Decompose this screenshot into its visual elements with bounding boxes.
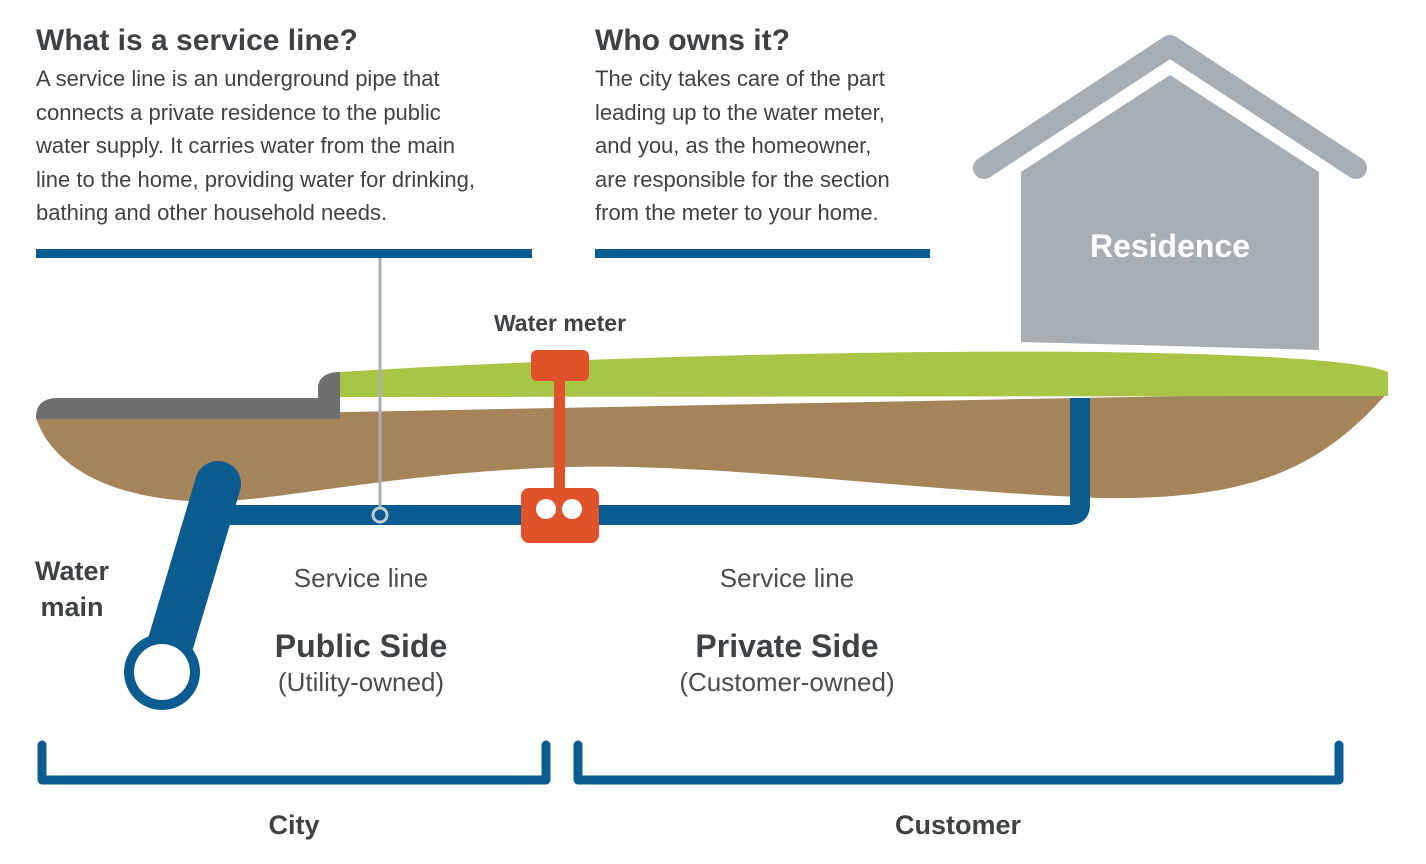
private-side-labels: Service line Private Side (Customer-owne… <box>637 563 937 698</box>
residence-label: Residence <box>1089 228 1251 264</box>
public-side-label: Public Side <box>274 628 448 664</box>
ownership-section: Who owns it? The city takes care of the … <box>595 24 975 230</box>
private-side-label: Private Side <box>695 628 879 664</box>
public-side-labels: Service line Public Side (Utility-owned) <box>211 563 511 698</box>
pavement-layer <box>36 372 340 419</box>
ownership-title: Who owns it? <box>595 24 790 57</box>
intro-underline <box>36 249 532 258</box>
soil-layer <box>36 392 1388 502</box>
public-owner-label: (Utility-owned) <box>277 667 445 697</box>
grass-layer <box>340 351 1388 397</box>
water-meter-icon <box>521 350 599 543</box>
water-main-label-line2: main <box>40 592 104 622</box>
intro-section: What is a service line? A service line i… <box>36 24 556 230</box>
intro-body: A service line is an underground pipe th… <box>36 66 476 225</box>
service-line-callout <box>371 258 389 524</box>
residence-house-icon <box>973 35 1367 350</box>
city-label: City <box>268 810 320 840</box>
customer-bracket <box>573 740 1344 785</box>
customer-label: Customer <box>894 810 1022 840</box>
ownership-underline <box>595 249 930 258</box>
water-main-pipe <box>124 461 241 710</box>
service-line-pipe <box>220 398 1090 525</box>
water-main-label: Water main <box>22 553 122 625</box>
private-owner-label: (Customer-owned) <box>679 667 895 697</box>
public-service-line-label: Service line <box>293 563 429 593</box>
intro-title: What is a service line? <box>36 24 358 57</box>
water-main-label-line1: Water <box>34 556 109 586</box>
water-meter-label: Water meter <box>493 310 627 336</box>
city-bracket <box>37 740 551 785</box>
private-service-line-label: Service line <box>719 563 855 593</box>
ownership-body: The city takes care of the part leading … <box>595 66 890 225</box>
